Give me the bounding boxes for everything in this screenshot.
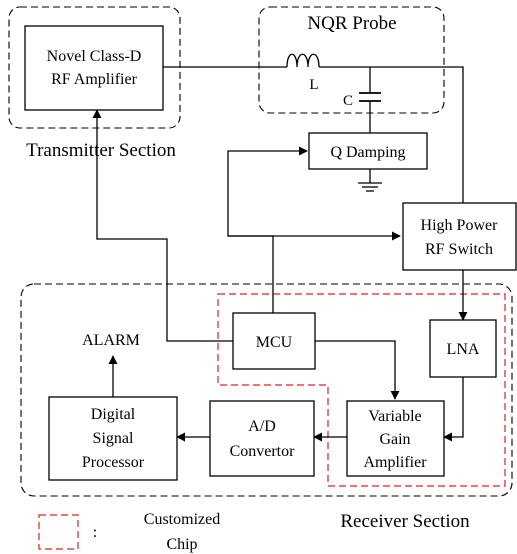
- q-damping-block: [308, 132, 428, 170]
- inductor-coil-icon: [286, 53, 320, 68]
- receiver-section-region: [20, 283, 513, 497]
- lna-label: LNA: [447, 341, 480, 358]
- probe-title: NQR Probe: [307, 13, 396, 34]
- ground-icon: [358, 182, 382, 192]
- rf-switch-block: [402, 202, 517, 271]
- vga-label-line3: Amplifier: [363, 454, 427, 471]
- nqr-probe-region: [258, 6, 445, 114]
- probe-to-switch-wire: [319, 66, 464, 203]
- rf-switch-label-line2: RF Switch: [425, 241, 493, 258]
- vga-block: [346, 400, 445, 477]
- inductor-label: L: [309, 77, 318, 93]
- vga-label-line2: Gain: [379, 431, 410, 448]
- legend-separator: :: [93, 524, 97, 541]
- legend-label-line2: Chip: [166, 536, 197, 553]
- dsp-label-line2: Signal: [93, 430, 134, 447]
- class-d-amplifier-block: [24, 25, 164, 111]
- adc-label-line1: A/D: [248, 418, 276, 435]
- rf-switch-label-line1: High Power: [421, 217, 499, 234]
- lna-to-vga-wire: [443, 377, 464, 442]
- customized-chip-region: [217, 293, 506, 487]
- alarm-label: ALARM: [82, 332, 140, 349]
- class-d-amplifier-label-line2: RF Amplifier: [51, 71, 137, 88]
- mcu-to-vga-wire: [315, 340, 400, 400]
- dsp-block: [48, 396, 178, 481]
- mcu-to-qdamping-wire: [227, 146, 308, 313]
- dsp-label-line3: Processor: [82, 454, 145, 471]
- adc-block: [209, 400, 315, 477]
- adc-label-line2: Convertor: [230, 443, 296, 460]
- transmitter-section-label: Transmitter Section: [26, 140, 176, 161]
- dsp-label-line1: Digital: [91, 406, 136, 423]
- mcu-to-amplifier-wire: [92, 109, 233, 342]
- legend-chip-swatch: [38, 514, 79, 550]
- vga-label-line1: Variable: [368, 408, 421, 425]
- legend-label-line1: Customized: [144, 511, 220, 528]
- mcu-block: [232, 312, 316, 370]
- mcu-label: MCU: [256, 334, 293, 351]
- lna-block: [429, 319, 497, 378]
- q-damping-label: Q Damping: [330, 144, 405, 161]
- class-d-amplifier-label-line1: Novel Class-D: [47, 48, 142, 65]
- receiver-section-label: Receiver Section: [340, 511, 470, 532]
- capacitor-label: C: [343, 93, 353, 109]
